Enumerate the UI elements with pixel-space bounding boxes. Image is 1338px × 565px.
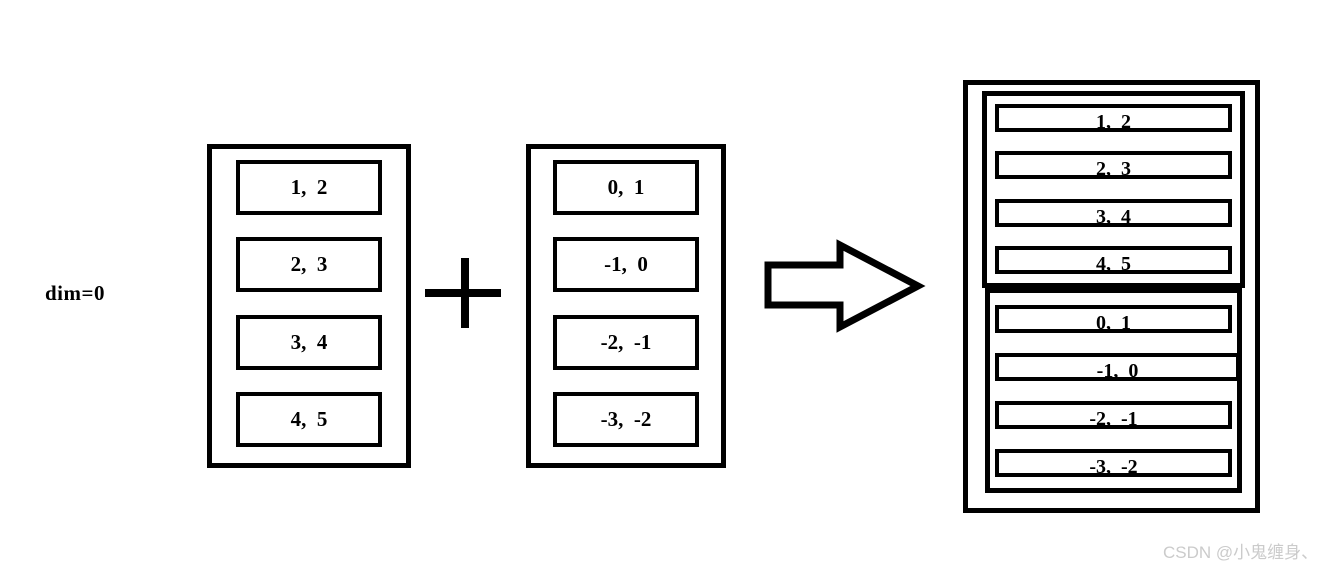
result-row: 3, 4 <box>995 198 1232 227</box>
result-row: -3, -2 <box>995 449 1232 477</box>
result-row: 2, 3 <box>995 151 1232 180</box>
result-group-top: 1, 2 2, 3 3, 4 4, 5 <box>982 91 1245 288</box>
result-tensor-box: 1, 2 2, 3 3, 4 4, 5 0, 1 -1, 0 -2, -1 -3… <box>963 80 1260 513</box>
tensor-row: 4, 5 <box>236 391 382 447</box>
plus-icon-vertical-bar <box>461 258 469 328</box>
dim-label: dim=0 <box>45 281 105 305</box>
result-row: 1, 2 <box>995 104 1232 132</box>
tensor-row: -1, 0 <box>553 237 699 293</box>
left-tensor-box: 1, 2 2, 3 3, 4 4, 5 <box>207 144 411 468</box>
tensor-row: 2, 3 <box>236 237 382 293</box>
tensor-row: 0, 1 <box>553 160 699 215</box>
result-group-bottom: 0, 1 -1, 0 -2, -1 -3, -2 <box>985 288 1242 493</box>
result-row: -2, -1 <box>995 401 1232 429</box>
right-arrow-icon <box>764 239 926 333</box>
result-row: 0, 1 <box>995 305 1232 333</box>
tensor-row: -3, -2 <box>553 391 699 447</box>
watermark: CSDN @小鬼缠身、 <box>1163 543 1319 562</box>
tensor-row: -2, -1 <box>553 314 699 370</box>
right-tensor-box: 0, 1 -1, 0 -2, -1 -3, -2 <box>526 144 726 468</box>
result-row: 4, 5 <box>995 245 1232 274</box>
tensor-row: 3, 4 <box>236 314 382 370</box>
tensor-row: 1, 2 <box>236 160 382 215</box>
result-row: -1, 0 <box>995 353 1240 381</box>
